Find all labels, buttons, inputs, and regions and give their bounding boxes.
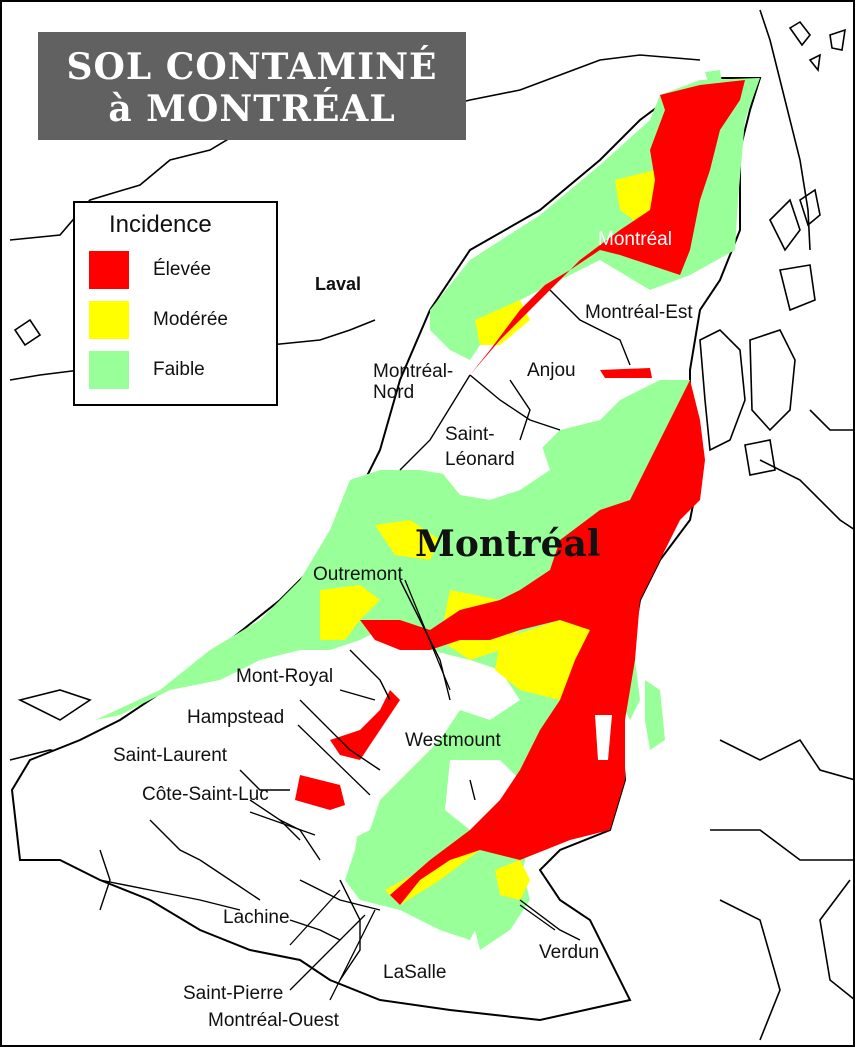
- legend: Incidence Élevée Modérée Faible: [73, 201, 278, 406]
- legend-item-low: Faible: [89, 351, 269, 391]
- label-verdun: Verdun: [539, 942, 599, 963]
- legend-label-high: Élevée: [153, 259, 212, 280]
- legend-title: Incidence: [109, 211, 212, 238]
- swatch-moderate: [89, 301, 129, 339]
- legend-item-moderate: Modérée: [89, 301, 269, 341]
- label-mont-royal: Mont-Royal: [236, 666, 333, 687]
- label-lachine: Lachine: [223, 907, 290, 928]
- label-lasalle: LaSalle: [383, 962, 446, 983]
- legend-label-moderate: Modérée: [153, 309, 228, 330]
- label-hampstead: Hampstead: [187, 707, 284, 728]
- label-cote-saint-luc: Côte-Saint-Luc: [142, 784, 269, 805]
- leader-lines: [249, 579, 556, 1001]
- label-anjou: Anjou: [527, 360, 576, 381]
- label-outremont: Outremont: [313, 564, 403, 585]
- label-montreal-main: Montréal: [415, 523, 601, 565]
- label-saint-leonard-1: Saint-: [445, 424, 495, 445]
- title-line-2: à MONTRÉAL: [108, 88, 396, 130]
- swatch-high: [89, 251, 129, 289]
- label-montreal-nord-1: Montréal-: [373, 361, 453, 382]
- coastlines: [9, 9, 855, 1041]
- high-incidence-zones: [295, 80, 745, 905]
- label-montreal-ouest: Montréal-Ouest: [208, 1010, 340, 1031]
- label-montreal-est: Montréal-Est: [585, 302, 693, 323]
- legend-item-high: Élevée: [89, 251, 269, 291]
- label-saint-laurent: Saint-Laurent: [113, 745, 228, 766]
- place-labels: Laval Montréal Montréal-Est Anjou Montré…: [113, 229, 693, 1031]
- label-saint-leonard-2: Léonard: [445, 449, 515, 470]
- label-montreal-nord-2: Nord: [373, 382, 414, 403]
- legend-label-low: Faible: [153, 359, 205, 380]
- label-laval: Laval: [315, 274, 361, 294]
- label-westmount: Westmount: [405, 730, 501, 751]
- municipal-boundaries: [59, 289, 631, 981]
- label-montreal-north: Montréal: [598, 229, 672, 250]
- title-line-1: SOL CONTAMINÉ: [66, 46, 438, 88]
- swatch-low: [89, 351, 129, 389]
- map-title: SOL CONTAMINÉ à MONTRÉAL: [38, 32, 466, 140]
- label-saint-pierre: Saint-Pierre: [183, 983, 283, 1004]
